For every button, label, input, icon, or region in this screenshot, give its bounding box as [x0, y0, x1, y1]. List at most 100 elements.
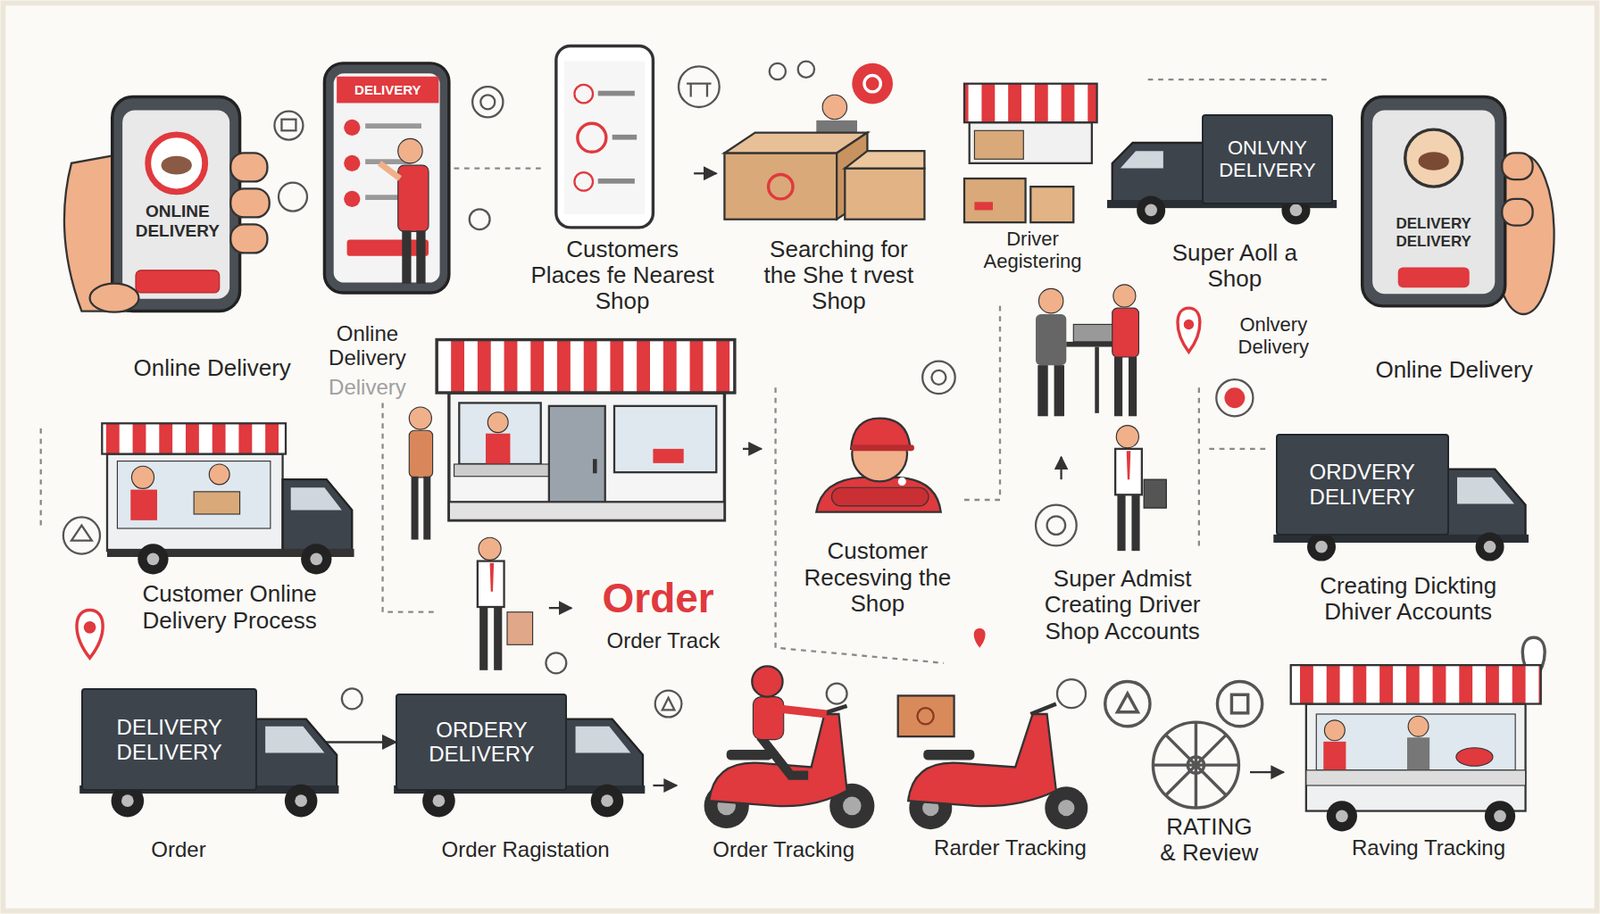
truck-illustration — [193, 491, 240, 515]
caption-text: Customer Recesving the Shop — [800, 538, 954, 617]
shop-illustration — [1335, 809, 1349, 823]
shop-illustration — [485, 433, 510, 465]
icon-circle — [469, 208, 491, 230]
node-text: DELIVERY — [341, 82, 434, 98]
phone-illustration — [324, 63, 449, 293]
phone-illustration — [122, 109, 230, 299]
truck-illustration — [101, 423, 286, 454]
shop-illustration — [1326, 800, 1358, 832]
rating-icon — [1152, 722, 1239, 809]
scooter-illustration — [898, 695, 1089, 830]
caption-text: Delivery — [311, 375, 425, 400]
person-figure — [1115, 449, 1142, 495]
phone-illustration — [556, 45, 654, 227]
flow-arrow-mark — [1059, 457, 1062, 480]
truck-illustration — [284, 784, 318, 818]
icon-circle — [71, 525, 92, 542]
caption-text: Online Delivery — [109, 355, 315, 382]
scooter-illustration — [916, 708, 934, 725]
caption-text: Order — [101, 838, 255, 863]
truck-illustration — [1120, 150, 1164, 168]
person-figure — [408, 430, 433, 478]
icon-circle — [931, 370, 946, 385]
shop-illustration — [436, 340, 735, 393]
phone-illustration — [161, 156, 192, 175]
phone-illustration — [112, 97, 241, 312]
icon-circle — [281, 119, 296, 132]
person-figure — [1035, 314, 1067, 366]
phone-illustration — [230, 152, 267, 182]
person-figure — [479, 607, 488, 671]
scooter-illustration — [752, 697, 784, 741]
shop-illustration — [614, 406, 717, 473]
phone-illustration — [379, 163, 400, 179]
scooter-illustration — [1058, 800, 1075, 817]
icon-circle — [655, 691, 683, 718]
node-text: DELIVERY DELIVERY — [90, 715, 249, 765]
phone-screen: DELIVERY DELIVERY — [1381, 204, 1487, 262]
truck-illustration — [116, 461, 270, 529]
location-pin — [1183, 319, 1194, 330]
phone-illustration — [1418, 151, 1450, 171]
shop-illustration — [652, 449, 684, 464]
location-pin — [83, 621, 97, 634]
shop-illustration — [964, 178, 1026, 223]
flow-arrow-mark — [1250, 771, 1284, 774]
person-figure — [1128, 357, 1137, 417]
shop-illustration — [1408, 716, 1429, 737]
scooter-illustration — [842, 797, 862, 817]
phone-illustration — [612, 134, 637, 141]
truck-illustration — [433, 794, 446, 808]
truck-illustration — [1136, 195, 1166, 225]
icon-circle — [1047, 516, 1067, 535]
caption-text: Super Admist Creating Driver Shop Accoun… — [1020, 566, 1225, 644]
icon-circle — [63, 61, 1254, 718]
shop-illustration — [1306, 704, 1526, 812]
dashed-guide — [454, 166, 542, 169]
caption-text: Online Delivery — [311, 322, 425, 371]
flow-arrow-mark — [693, 172, 717, 175]
icon-circle — [545, 652, 567, 674]
shop-illustration — [1456, 748, 1493, 767]
rating-icon — [1116, 693, 1138, 713]
dashed-guide — [41, 79, 1327, 664]
location-pin — [1177, 308, 1200, 352]
icon-circle — [278, 183, 308, 212]
caption-text: Customer Online Delivery Process — [133, 581, 327, 634]
scooter-illustration — [759, 736, 809, 775]
phone-illustration — [556, 45, 654, 227]
shop-illustration — [1306, 770, 1526, 786]
person-figure — [1035, 284, 1139, 417]
phone-illustration — [574, 84, 593, 104]
courier-figure — [816, 477, 941, 513]
icon-circle — [1035, 505, 1077, 547]
caption-text: Order Track — [576, 629, 750, 654]
phone-illustration — [1372, 109, 1495, 294]
scooter-illustration — [898, 695, 955, 737]
phone-header: DELIVERY — [334, 76, 441, 104]
dashed-guide — [1198, 387, 1200, 551]
icon-circle — [1057, 679, 1086, 709]
icon-circle — [63, 516, 100, 554]
caption-text: Order Tracking — [681, 838, 886, 863]
shop-illustration — [449, 392, 725, 521]
caption-text: Raving Tracking — [1316, 836, 1541, 861]
rating-icon — [1152, 722, 1239, 809]
phone-illustration — [230, 224, 267, 253]
node-text: ORDERY DELIVERY — [404, 717, 559, 767]
rating-icon — [1216, 681, 1262, 726]
icon-circle — [826, 683, 848, 705]
node-text: ONLVNY DELIVERY — [1210, 136, 1324, 183]
shop-illustration — [436, 340, 735, 521]
phone-illustration — [336, 76, 439, 104]
person-figure — [423, 476, 431, 541]
shop-illustration — [1291, 665, 1542, 704]
flow-arrow-mark — [549, 607, 572, 609]
shop-illustration — [1324, 720, 1345, 742]
shop-illustration — [964, 83, 1098, 123]
icon-circle — [1216, 379, 1253, 417]
accent-dot — [1224, 387, 1245, 409]
phone-illustration — [1501, 199, 1533, 226]
